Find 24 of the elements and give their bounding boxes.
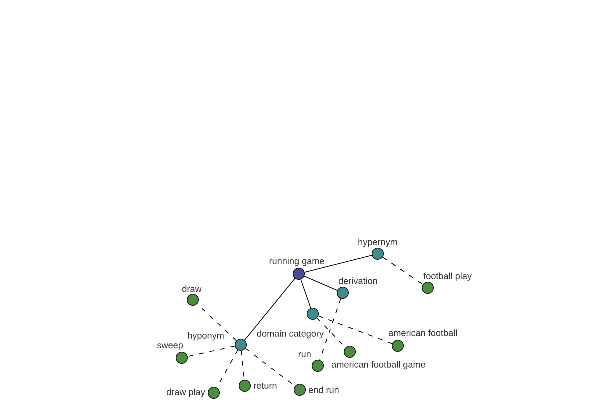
connector-line xyxy=(196,304,238,342)
node-label: return xyxy=(254,383,277,389)
node-label: hypernym xyxy=(358,238,398,248)
node-label: draw play xyxy=(166,388,206,398)
connector-line xyxy=(300,279,312,309)
connector-line xyxy=(320,298,342,361)
connector-line xyxy=(304,255,373,273)
node-label: sweep xyxy=(157,344,184,350)
node-label: running game xyxy=(270,258,324,266)
connector-line xyxy=(382,256,424,286)
connector-line xyxy=(244,278,296,341)
connector-line xyxy=(304,276,338,292)
node-label: run xyxy=(298,352,311,358)
connector-line xyxy=(318,316,393,344)
connector-line xyxy=(216,350,238,388)
connector-line xyxy=(187,346,236,358)
node-label: derivation xyxy=(338,278,378,284)
node-label: end run xyxy=(308,386,339,394)
node-label: draw xyxy=(182,286,202,292)
node-label: domain category xyxy=(257,330,324,339)
node-label: football play xyxy=(424,272,472,282)
node-label: hyponym xyxy=(188,332,224,341)
node-label: american football game xyxy=(332,361,426,370)
node-label: american football xyxy=(388,330,458,336)
